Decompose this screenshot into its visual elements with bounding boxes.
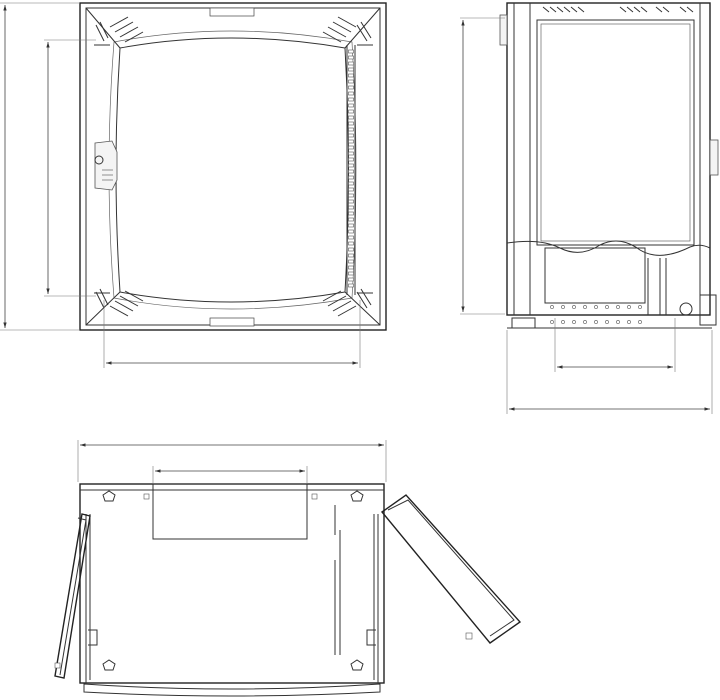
rail-hole	[348, 235, 354, 240]
front-vent-bottom-left	[109, 290, 144, 317]
front-view	[0, 2, 387, 368]
side-view	[460, 2, 719, 414]
rail-hole	[348, 199, 354, 204]
rail-hole	[348, 283, 354, 288]
top-view	[54, 440, 522, 697]
side-hole	[638, 320, 642, 324]
side-hole	[583, 305, 587, 309]
rail-hole	[348, 187, 354, 192]
rail-hole	[348, 79, 354, 84]
rail-hole	[348, 205, 354, 210]
rail-hole	[348, 67, 354, 72]
front-bottom-label-plate	[209, 317, 255, 327]
top-right-door-open	[380, 494, 522, 644]
rail-hole	[348, 217, 354, 222]
top-dimension-lines	[77, 440, 387, 483]
front-door-glass	[115, 37, 349, 303]
rail-hole	[348, 181, 354, 186]
rail-hole	[348, 109, 354, 114]
side-hole	[616, 320, 620, 324]
side-hole	[550, 320, 554, 324]
rail-hole	[348, 247, 354, 252]
rail-hole	[348, 223, 354, 228]
rail-hole	[348, 55, 354, 60]
side-cutaway-edge	[506, 240, 711, 256]
side-hole	[561, 320, 565, 324]
front-rack-rail-holes	[348, 49, 354, 288]
side-hole	[627, 320, 631, 324]
top-front-door	[83, 683, 381, 697]
side-hole	[561, 305, 565, 309]
rail-hole	[348, 211, 354, 216]
front-vent-top-left	[109, 16, 144, 43]
rail-hole	[348, 127, 354, 132]
side-hinge-top	[499, 14, 508, 46]
top-cabinet-body	[79, 483, 385, 684]
rail-hole	[348, 265, 354, 270]
side-hole	[594, 320, 598, 324]
side-panel-window	[536, 19, 695, 246]
side-hole	[583, 320, 587, 324]
side-hole	[616, 305, 620, 309]
side-hole	[605, 320, 609, 324]
front-dimension-lines	[0, 2, 361, 368]
front-corner-fixings	[94, 21, 373, 309]
side-bottom-holes	[550, 305, 642, 324]
front-door-lock	[94, 140, 118, 191]
rail-hole	[348, 133, 354, 138]
side-hole	[627, 305, 631, 309]
side-dimension-lines	[460, 17, 713, 414]
front-inner-frame	[85, 7, 381, 326]
rail-hole	[348, 85, 354, 90]
side-latch	[709, 139, 719, 176]
side-hole	[572, 305, 576, 309]
rail-hole	[348, 163, 354, 168]
front-vent-bottom-right	[322, 290, 357, 317]
top-fixing-points	[102, 490, 364, 671]
rail-hole	[348, 193, 354, 198]
rail-hole	[348, 229, 354, 234]
side-hole	[572, 320, 576, 324]
side-hole	[605, 305, 609, 309]
rail-hole	[348, 145, 354, 150]
front-vent-top-right	[322, 16, 357, 43]
rail-hole	[348, 259, 354, 264]
rail-hole	[348, 103, 354, 108]
front-top-label-plate	[209, 7, 255, 17]
rail-hole	[348, 61, 354, 66]
rail-hole	[348, 241, 354, 246]
rail-hole	[348, 169, 354, 174]
rail-hole	[348, 175, 354, 180]
rail-hole	[348, 151, 354, 156]
top-left-door-open	[54, 513, 91, 679]
rail-hole	[348, 97, 354, 102]
rail-hole	[348, 49, 354, 54]
rail-hole	[348, 277, 354, 282]
rail-hole	[348, 271, 354, 276]
front-outer-frame	[79, 2, 387, 331]
rail-hole	[348, 121, 354, 126]
rail-hole	[348, 157, 354, 162]
rail-hole	[348, 91, 354, 96]
side-hole	[550, 305, 554, 309]
rail-hole	[348, 115, 354, 120]
rail-hole	[348, 73, 354, 78]
side-hole	[638, 305, 642, 309]
rail-hole	[348, 253, 354, 258]
top-cable-cutout	[152, 483, 308, 540]
rail-hole	[348, 139, 354, 144]
side-hole	[594, 305, 598, 309]
side-vent-top	[542, 6, 694, 13]
